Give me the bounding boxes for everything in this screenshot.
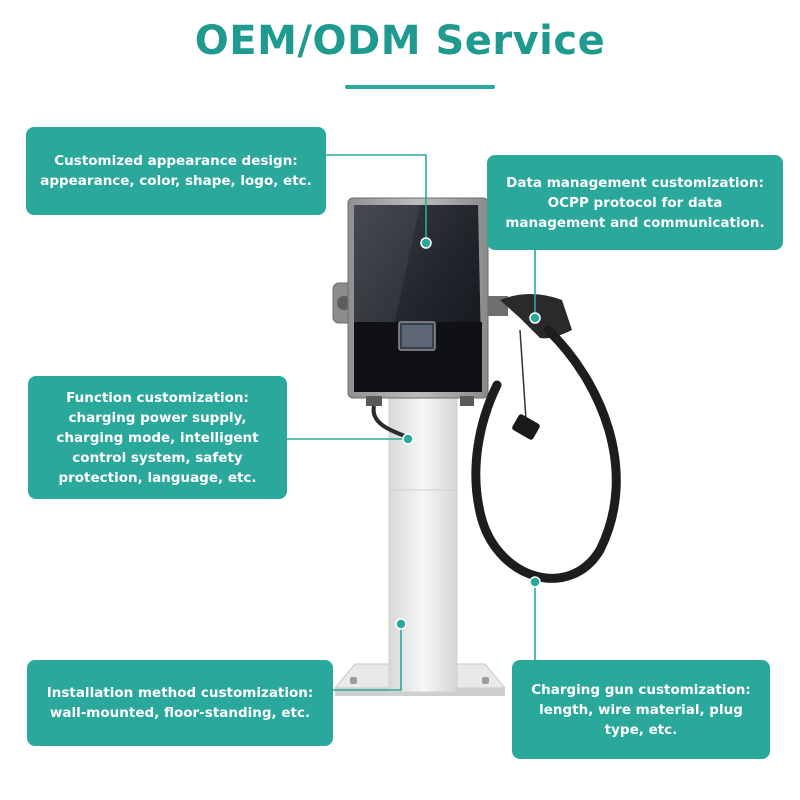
leader-dots [395,237,541,630]
page-title: OEM/ODM Service [194,18,606,64]
callout-heading: Function customization: [66,389,249,406]
callout-text: charging mode, intelligent [56,429,259,446]
leader-lines [287,154,536,691]
callout-text: control system, safety [72,449,243,466]
title-underline [345,85,495,89]
callout-data-management: Data management customization: OCPP prot… [487,155,783,250]
callout-text: length, wire material, plug [539,701,743,718]
callout-text: type, etc. [604,721,678,738]
callout-text: OCPP protocol for data [547,194,723,211]
callout-heading: Data management customization: [506,174,764,191]
callout-text: charging power supply, [68,409,247,426]
callout-text: wall-mounted, floor-standing, etc. [49,705,311,721]
callout-heading: Customized appearance design: [54,153,298,169]
charging-gun [471,294,621,583]
callout-function: Function customization: charging power s… [28,376,287,499]
callout-charging-gun: Charging gun customization: length, wire… [512,660,770,759]
callout-installation-method: Installation method customization: wall-… [27,660,333,746]
callout-heading: Installation method customization: [46,685,314,701]
charger-cabinet [347,197,489,399]
callout-appearance-design: Customized appearance design: appearance… [26,127,326,215]
pedestal-pole [388,391,458,693]
callout-heading: Charging gun customization: [531,681,751,698]
callout-text: management and communication. [505,214,765,231]
callout-text: protection, language, etc. [58,469,257,486]
callout-text: appearance, color, shape, logo, etc. [40,173,312,189]
